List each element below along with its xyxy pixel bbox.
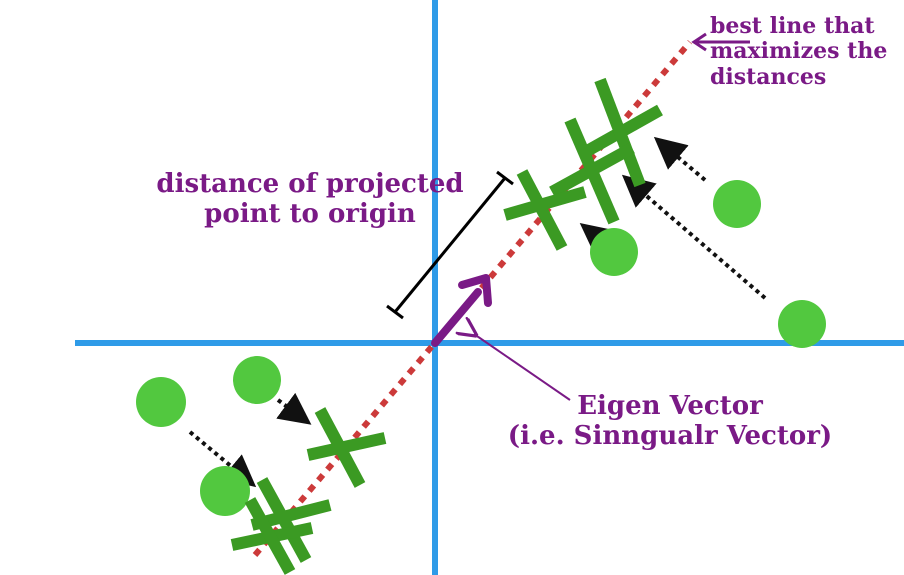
- distance-label-line: distance of projected: [156, 169, 464, 199]
- projected-point: [577, 77, 663, 188]
- projected-point: [549, 117, 635, 225]
- projected-point: [230, 497, 314, 575]
- eigen-label-line: Eigen Vector: [577, 391, 763, 421]
- eigen-vector-label: Eigen Vector (i.e. Sinngualr Vector): [490, 391, 850, 452]
- data-point: [778, 300, 826, 348]
- projection-arrow: [276, 392, 312, 425]
- data-point: [590, 228, 638, 276]
- data-point: [233, 356, 281, 404]
- distance-label-line: point to origin: [204, 198, 416, 229]
- best-line-pointer-head: [691, 32, 707, 52]
- best-line-label-line: best line that: [710, 13, 875, 39]
- projection-arrow: [621, 174, 767, 300]
- eigen-label-line: (i.e. Sinngualr Vector): [507, 420, 833, 451]
- data-point: [713, 180, 761, 228]
- distance-measure: [386, 170, 514, 320]
- data-point: [200, 466, 250, 516]
- projected-point: [503, 169, 587, 251]
- best-line-label-line: distances: [710, 63, 827, 90]
- eigen-pointer-line: [474, 334, 571, 401]
- eigen-vector-arrow: [431, 274, 492, 347]
- best-line-label: best line that maximizes the distances: [710, 13, 888, 90]
- data-point: [136, 377, 186, 427]
- best-line-label-line: maximizes the: [710, 38, 888, 65]
- projected-point: [306, 407, 387, 488]
- distance-label: distance of projected point to origin: [150, 169, 470, 230]
- projection-arrow: [653, 136, 707, 182]
